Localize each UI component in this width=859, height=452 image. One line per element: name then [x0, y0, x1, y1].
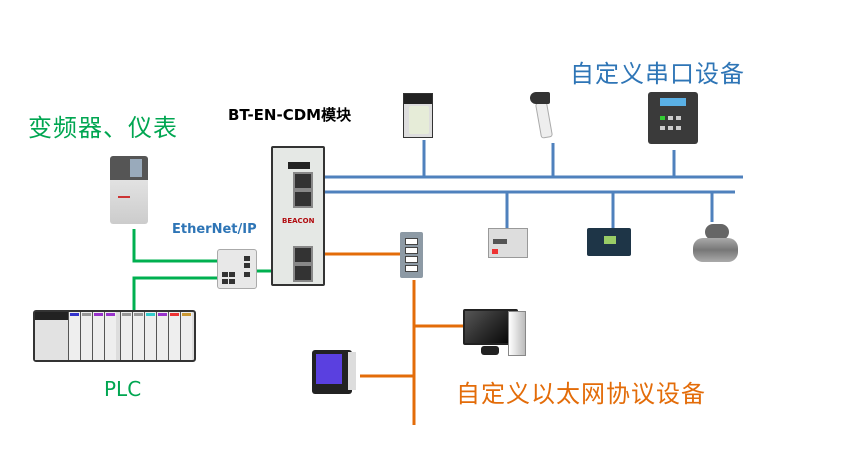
computer-tower-icon	[508, 311, 526, 356]
serial-vfd-icon	[403, 93, 433, 138]
flow-meter-icon	[693, 222, 738, 264]
monitor-stand	[481, 346, 499, 355]
ethernet-switch-icon	[400, 232, 423, 278]
protection-relay-icon	[648, 92, 698, 144]
serial-gateway-icon	[488, 228, 528, 258]
plc-link	[132, 276, 218, 310]
barcode-scanner-icon	[530, 92, 554, 139]
vfd-meters-title: 变频器、仪表	[28, 114, 178, 142]
serial-devices-title: 自定义串口设备	[570, 60, 745, 88]
controller-panel-icon	[587, 228, 631, 256]
plc-rack-icon	[33, 310, 196, 362]
plc-label: PLC	[104, 377, 142, 401]
cdm-module-title: BT-EN-CDM模块	[228, 106, 352, 124]
vfd-drive-icon	[110, 156, 148, 224]
beacon-brand: BEACON	[282, 217, 315, 225]
power-meter-icon	[312, 350, 356, 394]
ethernet-ip-switch-icon	[217, 249, 257, 289]
bt-en-cdm-module-icon: BEACON	[271, 146, 325, 286]
ethernet-devices-title: 自定义以太网协议设备	[456, 380, 706, 408]
vfd-link	[132, 229, 218, 263]
ethernet-ip-label: EtherNet/IP	[172, 222, 257, 237]
